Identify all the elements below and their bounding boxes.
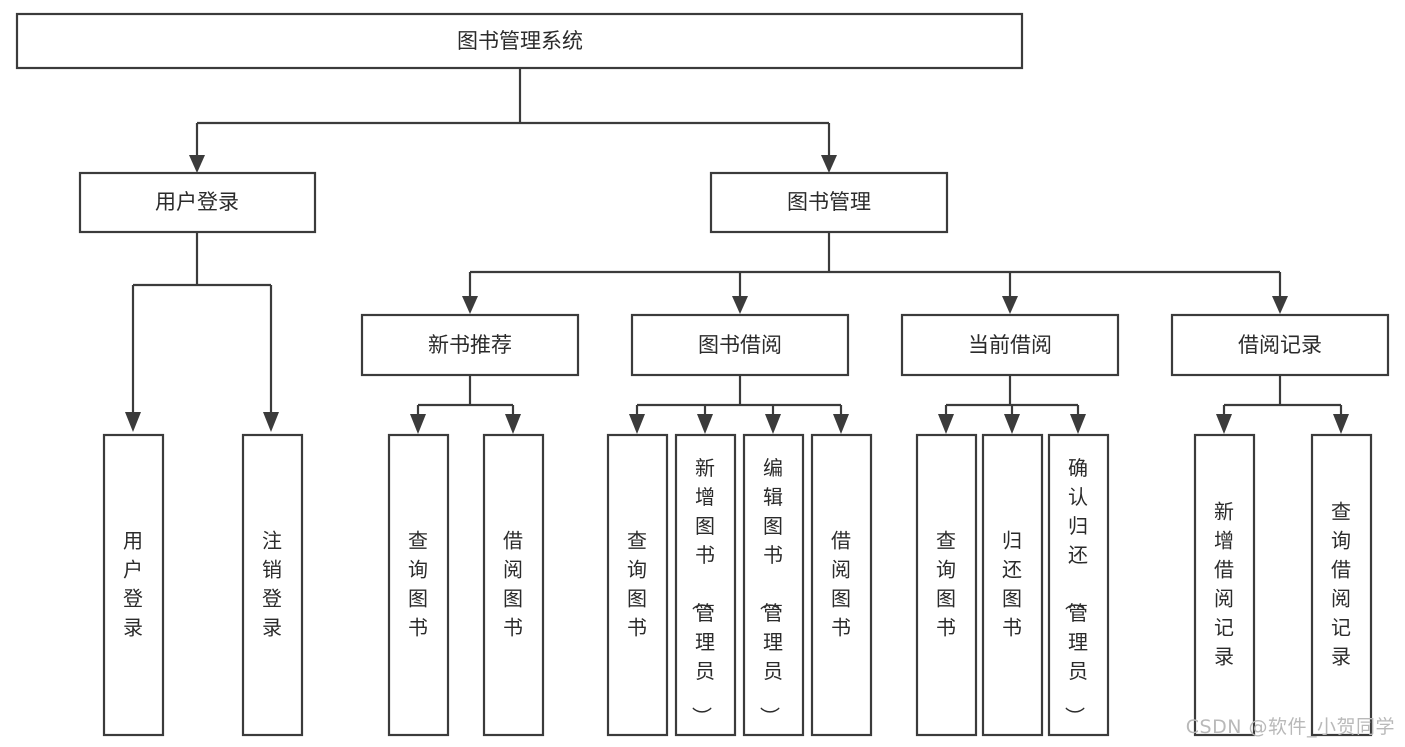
node-book-management-box[interactable] — [709, 171, 949, 234]
arrow-head-leaf-confirm-return — [1070, 414, 1086, 434]
leaf-nbr-query-book-box[interactable] — [387, 433, 450, 737]
node-borrow-record-label: 借阅记录 — [1238, 333, 1322, 357]
leaf-bb-borrow-book-label: 借阅图书 — [831, 528, 851, 639]
leaf-bb-query-book-label: 查询图书 — [627, 528, 647, 639]
connector-layer — [125, 68, 1349, 434]
leaf-cb-query-book-label: 查询图书 — [936, 528, 956, 639]
arrow-head-leaf-return-book — [1004, 414, 1020, 434]
leaf-logout-box[interactable] — [241, 433, 304, 737]
leaf-nbr-borrow-book[interactable]: 借阅图书 — [482, 433, 545, 737]
node-book-borrow[interactable]: 图书借阅 — [630, 313, 850, 377]
leaf-user-login-label: 用户登录 — [123, 528, 143, 639]
node-current-borrow-label: 当前借阅 — [968, 333, 1052, 357]
leaf-bb-borrow-book-box[interactable] — [810, 433, 873, 737]
node-root-label: 图书管理系统 — [457, 29, 583, 53]
node-root[interactable]: 图书管理系统 — [15, 12, 1024, 70]
leaf-nbr-query-book-label: 查询图书 — [408, 528, 428, 639]
node-borrow-record[interactable]: 借阅记录 — [1170, 313, 1390, 377]
leaf-cb-return-book-label: 归还图书 — [1002, 528, 1022, 639]
leaf-nbr-query-book[interactable]: 查询图书 — [387, 433, 450, 737]
leaf-bb-add-book[interactable]: 新增图书（管理员） — [674, 433, 737, 737]
node-book-management[interactable]: 图书管理 — [709, 171, 949, 234]
leaf-cb-query-book[interactable]: 查询图书 — [915, 433, 978, 737]
node-borrow-record-box[interactable] — [1170, 313, 1390, 377]
leaf-br-query-record[interactable]: 查询借阅记录 — [1310, 433, 1373, 737]
leaf-bb-edit-book-label: 编辑图书（管理员） — [758, 456, 783, 727]
leaf-nbr-borrow-book-label: 借阅图书 — [503, 528, 523, 639]
leaf-cb-confirm-return-label: 确认归还（管理员） — [1063, 456, 1088, 727]
leaf-bb-add-book-label: 新增图书（管理员） — [690, 456, 715, 727]
arrow-head-leaf-add-book — [697, 414, 713, 434]
leaf-cb-query-book-box[interactable] — [915, 433, 978, 737]
node-book-borrow-label: 图书借阅 — [698, 333, 782, 357]
node-user-login-label: 用户登录 — [155, 190, 239, 214]
leaf-bb-add-book-box[interactable] — [674, 433, 737, 737]
leaf-bb-query-book[interactable]: 查询图书 — [606, 433, 669, 737]
arrow-head-leaf-edit-book — [765, 414, 781, 434]
leaf-br-add-record[interactable]: 新增借阅记录 — [1193, 433, 1256, 737]
node-user-login-box[interactable] — [78, 171, 317, 234]
leaf-bb-query-book-box[interactable] — [606, 433, 669, 737]
leaf-cb-confirm-return-box[interactable] — [1047, 433, 1110, 737]
node-current-borrow-box[interactable] — [900, 313, 1120, 377]
arrow-head-leaf-borrow-book-2 — [833, 414, 849, 434]
arrow-head-borrow-record — [1272, 296, 1288, 314]
arrow-head-current-borrow — [1002, 296, 1018, 314]
leaf-nbr-borrow-book-box[interactable] — [482, 433, 545, 737]
arrow-head-leaf-add-record — [1216, 414, 1232, 434]
leaf-br-query-record-box[interactable] — [1310, 433, 1373, 737]
arrow-head-book-borrow — [732, 296, 748, 314]
leaf-logout[interactable]: 注销登录 — [241, 433, 304, 737]
arrow-head-book-mgmt — [821, 155, 837, 173]
arrow-head-leaf-query-book-3 — [938, 414, 954, 434]
arrow-head-leaf-query-book-1 — [410, 414, 426, 434]
node-root-box[interactable] — [15, 12, 1024, 70]
arrow-head-leaf-query-book-2 — [629, 414, 645, 434]
arrow-head-leaf-query-record — [1333, 414, 1349, 434]
leaf-cb-return-book-box[interactable] — [981, 433, 1044, 737]
node-new-book-recommend-label: 新书推荐 — [428, 333, 512, 357]
node-new-book-recommend-box[interactable] — [360, 313, 580, 377]
arrow-head-user-login — [189, 155, 205, 173]
node-current-borrow[interactable]: 当前借阅 — [900, 313, 1120, 377]
leaf-user-login[interactable]: 用户登录 — [102, 433, 165, 737]
node-book-management-label: 图书管理 — [787, 190, 871, 214]
leaf-cb-confirm-return[interactable]: 确认归还（管理员） — [1047, 433, 1110, 737]
leaf-cb-return-book[interactable]: 归还图书 — [981, 433, 1044, 737]
node-user-login[interactable]: 用户登录 — [78, 171, 317, 234]
arrow-head-leaf-logout — [263, 412, 279, 432]
leaf-bb-edit-book[interactable]: 编辑图书（管理员） — [742, 433, 805, 737]
leaf-br-add-record-box[interactable] — [1193, 433, 1256, 737]
node-new-book-recommend[interactable]: 新书推荐 — [360, 313, 580, 377]
leaf-bb-edit-book-box[interactable] — [742, 433, 805, 737]
arrow-head-leaf-user-login — [125, 412, 141, 432]
leaf-br-add-record-label: 新增借阅记录 — [1214, 499, 1234, 668]
node-book-borrow-box[interactable] — [630, 313, 850, 377]
leaf-br-query-record-label: 查询借阅记录 — [1331, 499, 1351, 668]
arrow-head-leaf-borrow-book-1 — [505, 414, 521, 434]
leaf-logout-label: 注销登录 — [262, 528, 282, 639]
leaf-bb-borrow-book[interactable]: 借阅图书 — [810, 433, 873, 737]
arrow-head-new-book — [462, 296, 478, 314]
leaf-user-login-box[interactable] — [102, 433, 165, 737]
